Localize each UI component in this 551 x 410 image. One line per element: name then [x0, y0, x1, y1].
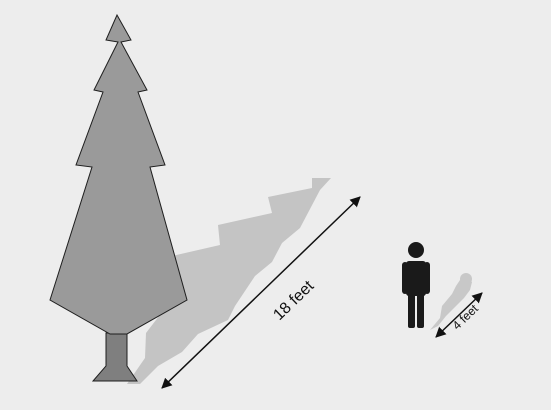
person-shadow-head — [460, 273, 472, 285]
person-head — [408, 242, 424, 258]
tree-shadow-measure-arrow — [161, 196, 361, 389]
standing-person-icon — [402, 242, 430, 328]
tree-canopy — [49, 13, 188, 335]
person-left-arm — [402, 262, 408, 294]
tree-trunk — [91, 332, 138, 382]
person-right-leg — [417, 292, 424, 328]
person-shadow-measure-arrow — [435, 292, 483, 338]
person-left-leg — [408, 292, 415, 328]
person-right-arm — [424, 262, 430, 294]
person-torso — [406, 261, 426, 296]
evergreen-tree-icon — [49, 13, 188, 382]
